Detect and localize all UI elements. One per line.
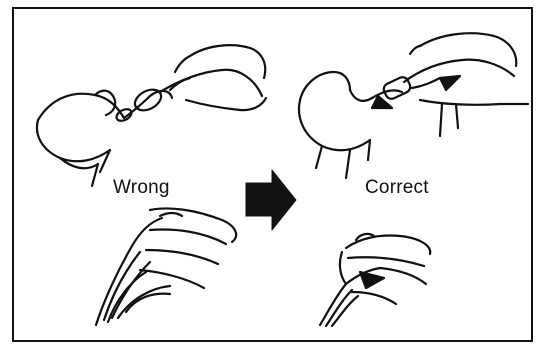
correct-top-hand-illustration — [299, 33, 528, 178]
correct-bottom-hand-illustration — [320, 234, 430, 326]
correct-label: Correct — [365, 177, 429, 199]
wrong-bottom-hand-illustration — [96, 208, 236, 325]
wrong-top-hand-illustration — [37, 45, 266, 186]
wrong-label: Wrong — [113, 177, 170, 199]
right-arrow-icon — [246, 170, 296, 230]
